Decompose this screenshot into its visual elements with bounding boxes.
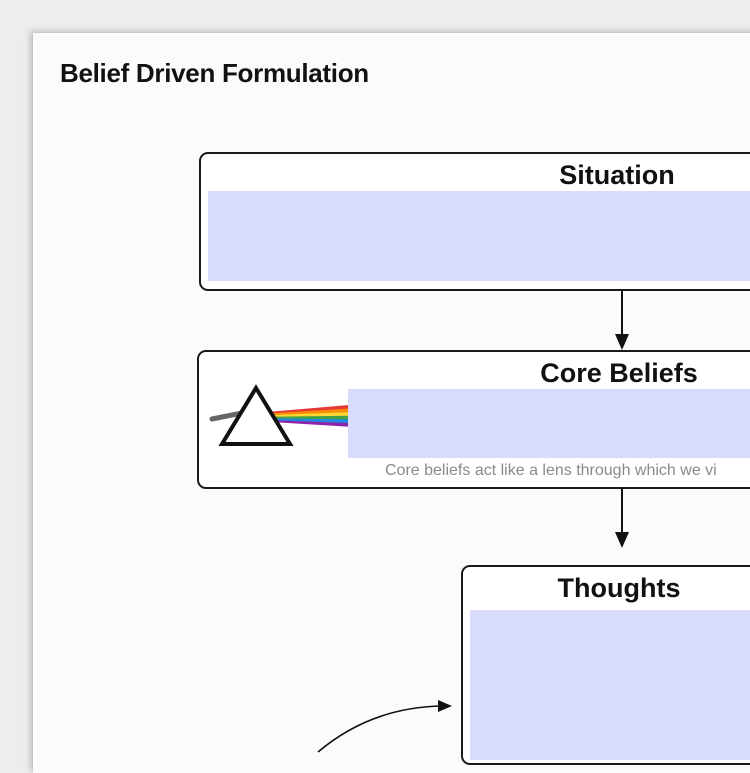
arrow-beliefs-to-thoughts (615, 488, 629, 548)
thoughts-title: Thoughts (557, 573, 681, 603)
core-beliefs-title: Core Beliefs (540, 358, 698, 388)
thoughts-box: Thoughts (461, 565, 750, 765)
rainbow-band (267, 415, 349, 420)
rainbow-band (267, 405, 349, 414)
arrow-situation-to-beliefs (615, 290, 629, 350)
page-title: Belief Driven Formulation (60, 58, 369, 88)
rainbow-band (267, 408, 349, 416)
core-beliefs-input-area[interactable] (348, 389, 750, 458)
rainbow-beam (267, 405, 349, 427)
prism-icon (209, 384, 349, 446)
rainbow-band (267, 418, 349, 424)
situation-title: Situation (559, 160, 675, 190)
rainbow-band (267, 412, 349, 417)
situation-box: Situation (199, 152, 750, 291)
rainbow-band (267, 420, 349, 427)
core-beliefs-box: Core Beliefs Core beliefs act like a len… (197, 350, 750, 489)
curved-arrow-to-thoughts (317, 700, 452, 753)
thoughts-input-area[interactable] (470, 610, 750, 760)
situation-input-area[interactable] (208, 191, 750, 281)
core-beliefs-caption: Core beliefs act like a lens through whi… (385, 462, 717, 479)
